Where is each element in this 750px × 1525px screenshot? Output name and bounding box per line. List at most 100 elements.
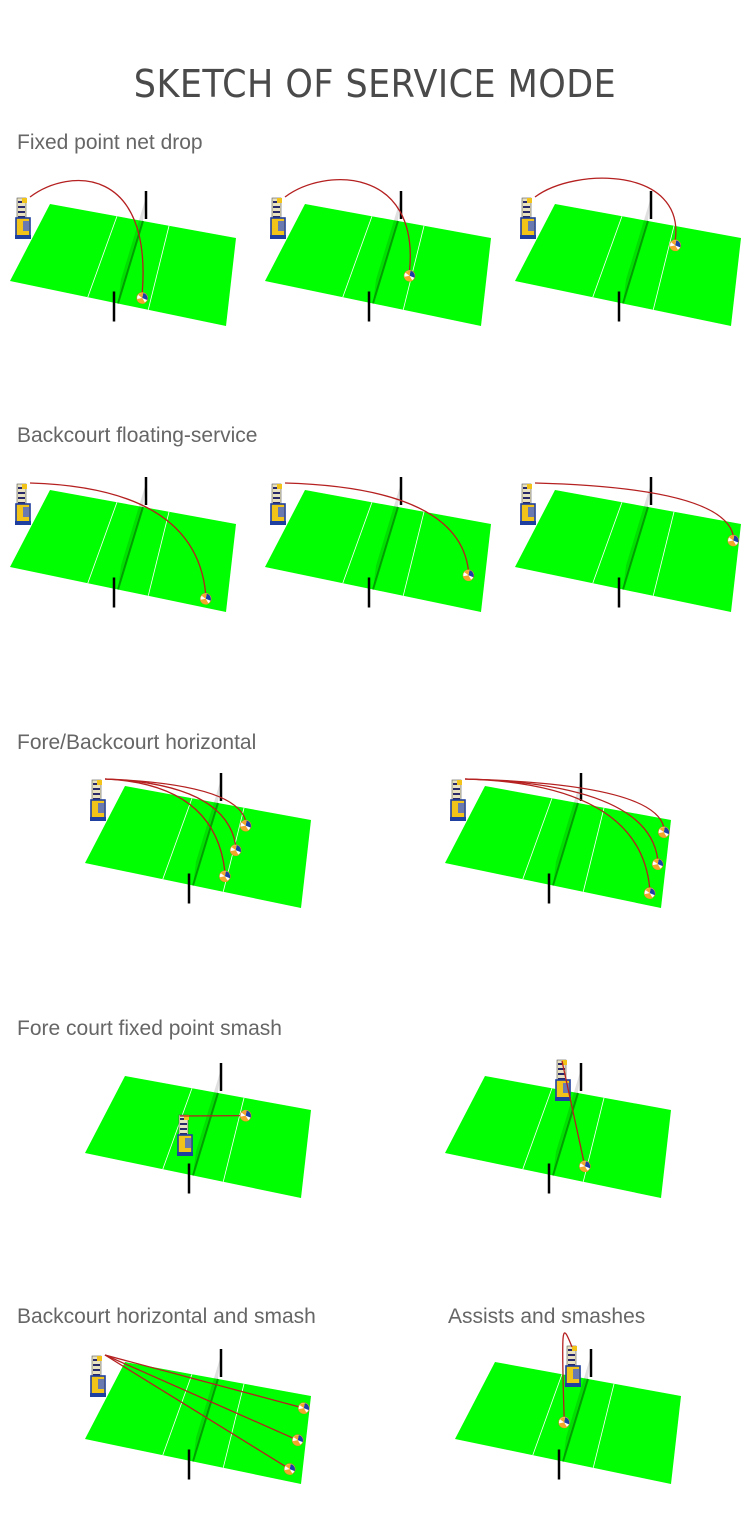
court-surface [85,1362,311,1484]
serving-machine-icon [565,1345,581,1387]
court-diagram [10,180,236,326]
diagram-fore-backcourt-horizontal-1 [75,762,325,912]
serving-machine-icon [90,1355,106,1397]
volleyball-icon [657,826,670,838]
serving-machine-icon [520,483,536,525]
court-surface [445,1076,671,1198]
serving-machine-icon [90,779,106,821]
attack-line [532,1374,563,1456]
volleyball-icon [643,887,656,899]
serving-machine-icon [177,1114,193,1156]
section-label-backcourt-floating-service: Backcourt floating-service [17,424,258,447]
court-diagram [265,477,491,612]
volleyball-icon [239,1109,252,1122]
attack-line [592,1383,615,1468]
serving-machine-icon [270,197,286,239]
ball-trajectory [29,180,144,294]
attack-line [582,807,605,892]
volleyball-icon [727,534,740,547]
court-diagram [445,773,671,908]
volleyball-icon [136,292,149,304]
volleyball-icon [297,1402,310,1414]
attack-line [342,502,373,584]
center-line [552,1092,579,1176]
ball-trajectory [464,778,659,860]
volleyball-icon [462,569,475,582]
serving-machine-icon [15,483,31,525]
ball-trajectory [561,1332,573,1418]
ball-trajectory [284,179,411,271]
net [553,779,581,886]
court-surface [515,490,741,612]
attack-line [147,225,170,310]
net [193,1355,221,1462]
attack-line [402,511,425,596]
net [118,197,146,304]
diagram-net-drop-2 [255,179,505,330]
serving-machine-icon [15,197,31,239]
center-line [192,1378,219,1462]
attack-line [162,1374,193,1456]
attack-line [652,511,675,596]
court-surface [10,204,236,326]
net [553,1069,581,1176]
diagram-floating-service-3 [505,466,750,616]
court-diagram [515,177,741,326]
volleyball-icon [219,870,231,883]
ball-trajectory [464,778,651,889]
attack-line [162,798,193,880]
volleyball-icon [579,1160,591,1173]
attack-line [522,1088,553,1170]
diagram-assists-and-smashes [445,1332,695,1488]
court-diagram [265,179,491,326]
ball-trajectory [104,1354,298,1441]
ball-trajectory [534,177,677,241]
attack-line [87,502,118,584]
ball-trajectory [284,482,470,571]
attack-line [87,216,118,298]
volleyball-icon [239,819,252,832]
center-line [552,802,579,886]
diagram-floating-service-1 [0,466,250,616]
court-surface [445,786,671,908]
volleyball-icon [669,239,682,252]
net [373,197,401,304]
ball-trajectory [104,1354,291,1470]
center-line [117,506,144,590]
serving-machine-icon [270,483,286,525]
net [193,779,221,886]
attack-line [342,216,373,298]
volleyball-icon [229,844,242,856]
court-diagram [455,1332,681,1484]
serving-machine-icon [520,197,536,239]
page-title: SKETCH OF SERVICE MODE [133,62,617,106]
attack-line [147,511,170,596]
court-diagram [515,477,741,612]
attack-line [592,502,623,584]
section-label-assists-and-smashes: Assists and smashes [448,1305,646,1328]
net [563,1355,591,1462]
center-line [192,1092,219,1176]
diagram-floating-service-2 [255,466,505,616]
net [623,483,651,590]
attack-line [222,1097,245,1182]
net [623,197,651,304]
diagram-backcourt-horizontal-smash [75,1338,325,1488]
net [373,483,401,590]
diagram-net-drop-1 [0,180,250,330]
attack-line [162,1088,193,1170]
center-line [622,506,649,590]
section-label-backcourt-horizontal-and-smash: Backcourt horizontal and smash [17,1305,316,1328]
court-surface [85,1076,311,1198]
section-label-fore-court-fixed-point-smash: Fore court fixed point smash [17,1017,282,1040]
center-line [372,220,399,304]
ball-trajectory [104,778,237,846]
net [193,1069,221,1176]
court-surface [515,204,741,326]
court-diagram [85,1349,311,1484]
center-line [622,220,649,304]
court-surface [10,490,236,612]
volleyball-icon [291,1434,304,1446]
ball-trajectory [561,1060,586,1167]
volleyball-icon [651,858,664,870]
